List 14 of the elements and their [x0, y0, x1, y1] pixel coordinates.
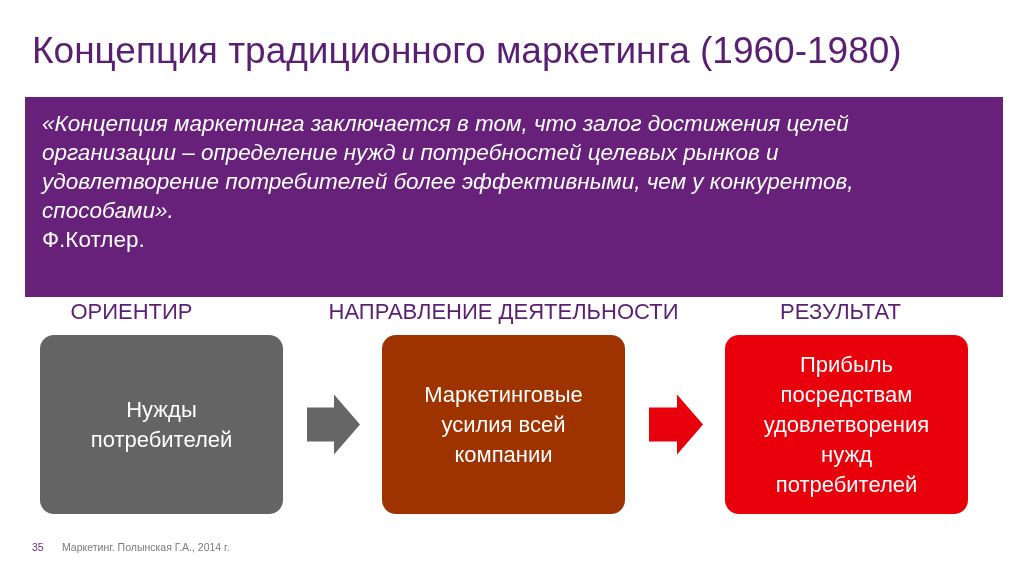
- page-number: 35: [32, 541, 44, 554]
- column-heading: ОРИЕНТИР: [70, 298, 193, 326]
- column-heading: НАПРАВЛЕНИЕ ДЕЯТЕЛЬНОСТИ: [328, 298, 679, 326]
- quote-panel: [25, 97, 1003, 297]
- box-text: Нужды потребителей: [89, 395, 234, 454]
- box-text: Прибыль посредствам удовлетворения нужд потребителей: [762, 350, 931, 499]
- slide-title: Концепция традиционного маркетинга (1960-1980): [32, 29, 902, 73]
- footer-note: Маркетинг. Полынская Г.А., 2014 г.: [62, 541, 230, 554]
- block-arrow: [649, 394, 703, 455]
- column-heading: РЕЗУЛЬТАТ: [780, 298, 901, 326]
- block-arrow: [307, 394, 360, 455]
- quote-text: «Концепция маркетинга заключается в том, что залог достижения целей организации – определение нужд и потребностей целевых рынков и удовлетворение потребителей более эффективными, чем у конкурентов, способами».: [42, 110, 855, 225]
- box-text: Маркетинговые усилия всей компании: [423, 380, 584, 469]
- author-name: Ф.Котлер.: [42, 226, 145, 254]
